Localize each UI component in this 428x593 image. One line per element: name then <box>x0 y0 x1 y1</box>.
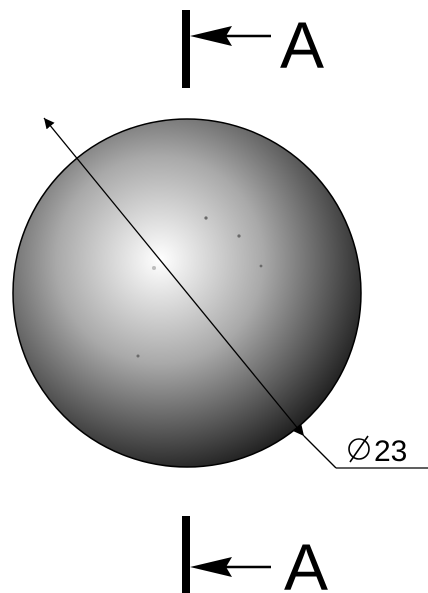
section-cut-line-top <box>182 10 190 88</box>
section-marker-bottom: A <box>182 516 328 593</box>
section-letter-top: A <box>280 8 324 82</box>
dimension-line <box>43 117 305 437</box>
surface-speck <box>204 216 208 220</box>
section-arrow-icon <box>190 26 271 46</box>
surface-speck <box>237 234 241 238</box>
surface-speck <box>259 264 263 268</box>
diameter-dimension: 23 <box>43 117 428 469</box>
section-letter-bottom: A <box>284 530 328 593</box>
surface-speck <box>152 266 156 270</box>
section-arrow-icon <box>190 557 271 577</box>
section-marker-top: A <box>182 8 324 88</box>
diameter-value: 23 <box>374 435 407 468</box>
diameter-symbol-icon <box>348 435 370 463</box>
leader-line <box>303 435 337 469</box>
surface-speck <box>136 354 140 358</box>
section-cut-line-bottom <box>182 516 190 593</box>
